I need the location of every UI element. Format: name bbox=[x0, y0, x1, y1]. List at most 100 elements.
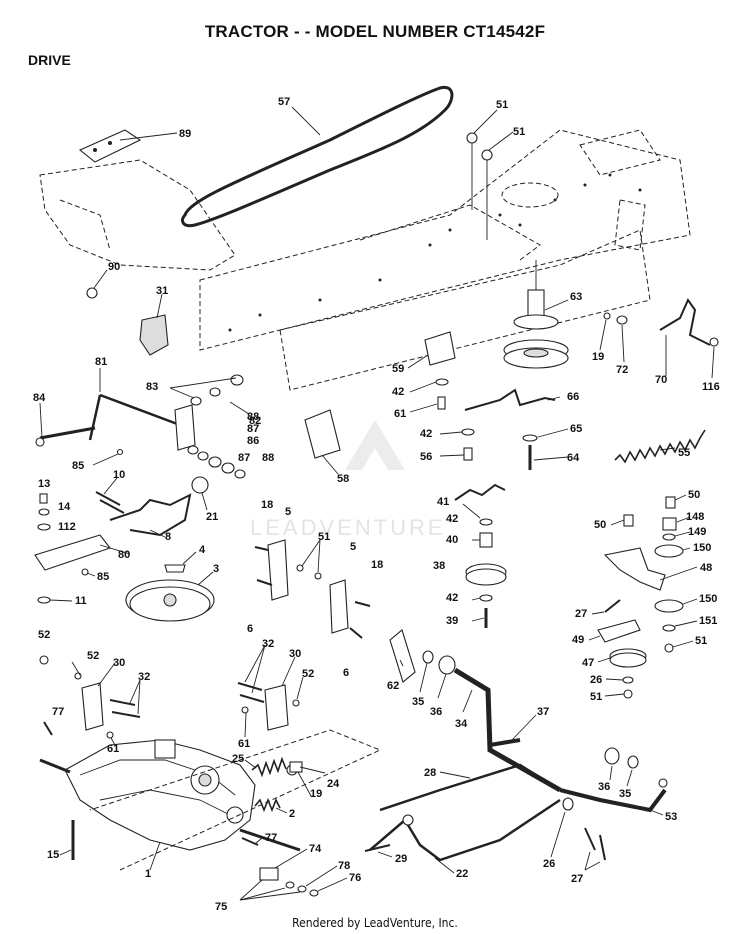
spacer-40 bbox=[479, 532, 493, 548]
washer-83 bbox=[230, 374, 244, 386]
brake-rod-28 bbox=[379, 763, 561, 812]
idler-pulley-38 bbox=[465, 563, 507, 586]
callout-label: 50 bbox=[688, 489, 700, 501]
drive-belt bbox=[181, 85, 454, 228]
callout-label: 149 bbox=[688, 526, 706, 538]
bolt-19-a bbox=[603, 312, 611, 320]
callout-labels: 89 57 51 51 90 31 63 19 72 70 116 59 42 … bbox=[33, 96, 720, 913]
ferrule-24 bbox=[289, 761, 303, 773]
lever-37 bbox=[489, 738, 521, 747]
footer-credit: Rendered by LeadVenture, Inc. bbox=[292, 916, 458, 930]
washer-stack bbox=[187, 445, 246, 479]
nut-51-c bbox=[314, 572, 322, 580]
callout-label: 10 bbox=[113, 469, 125, 481]
plate-80 bbox=[34, 534, 111, 571]
pin-27-b bbox=[584, 827, 596, 851]
nut-90 bbox=[86, 287, 98, 299]
spacer-74 bbox=[259, 867, 279, 881]
washer-42-d bbox=[479, 594, 493, 602]
page-title: TRACTOR - - MODEL NUMBER CT14542F bbox=[204, 22, 546, 41]
callout-label: 3 bbox=[213, 563, 219, 575]
callout-label: 80 bbox=[118, 549, 130, 561]
callout-label: 18 bbox=[371, 559, 383, 571]
callout-label: 87 bbox=[238, 452, 250, 464]
nut-51-a bbox=[466, 132, 478, 144]
callout-label: 81 bbox=[95, 356, 107, 368]
callout-label: 27 bbox=[575, 608, 587, 620]
bracket-59 bbox=[424, 331, 456, 366]
callout-label: 64 bbox=[567, 452, 580, 464]
callout-label: 25 bbox=[232, 753, 244, 765]
bolt-50-b bbox=[623, 514, 634, 527]
bushing-36-a bbox=[438, 655, 456, 675]
pulley-150-a bbox=[654, 544, 684, 558]
callout-label: 83 bbox=[146, 381, 158, 393]
idler-arm-66 bbox=[464, 388, 556, 411]
rod-29 bbox=[364, 844, 391, 852]
bolt-6-b bbox=[349, 627, 363, 639]
bracket-30-a bbox=[81, 682, 104, 731]
callout-label: 63 bbox=[570, 291, 582, 303]
callout-label: 24 bbox=[327, 778, 340, 790]
callout-label: 51 bbox=[513, 126, 525, 138]
idler-arm-41 bbox=[454, 483, 506, 501]
callout-label: 61 bbox=[107, 743, 119, 755]
callout-label: 13 bbox=[38, 478, 50, 490]
callout-label: 89 bbox=[179, 128, 191, 140]
callout-label: 49 bbox=[572, 634, 584, 646]
washer-112 bbox=[37, 523, 51, 531]
washer-35-b bbox=[627, 755, 639, 769]
spacer-148 bbox=[662, 517, 677, 531]
callout-label: 26 bbox=[543, 858, 555, 870]
callout-label: 87 bbox=[247, 423, 259, 435]
spring-2 bbox=[254, 797, 281, 813]
nut-56 bbox=[463, 447, 473, 461]
callout-label: 148 bbox=[686, 511, 704, 523]
nut-51-e bbox=[623, 689, 633, 699]
callout-label: 77 bbox=[52, 706, 64, 718]
shift-knob-21 bbox=[191, 476, 209, 494]
callout-label: 28 bbox=[424, 767, 436, 779]
idler-bracket-70 bbox=[659, 297, 711, 346]
callout-label: 29 bbox=[395, 853, 407, 865]
callout-label: 59 bbox=[392, 363, 404, 375]
section-label: DRIVE bbox=[28, 52, 71, 68]
bracket-49 bbox=[597, 619, 641, 643]
rod-22 bbox=[369, 798, 561, 862]
callout-label: 5 bbox=[350, 541, 356, 553]
callout-label: 42 bbox=[392, 386, 404, 398]
callout-label: 42 bbox=[446, 592, 458, 604]
callout-label: 88 bbox=[247, 411, 259, 423]
callout-label: 51 bbox=[590, 691, 602, 703]
callout-label: 50 bbox=[594, 519, 606, 531]
callout-label: 34 bbox=[455, 718, 468, 730]
callout-label: 51 bbox=[318, 531, 330, 543]
bolt-116 bbox=[709, 337, 719, 347]
bolt-27-a bbox=[604, 599, 621, 613]
shift-bracket-8 bbox=[109, 493, 192, 537]
belt-route bbox=[89, 729, 382, 871]
callout-label: 85 bbox=[72, 460, 84, 472]
pulley-150-b bbox=[654, 599, 684, 613]
callout-label: 35 bbox=[412, 696, 424, 708]
nut-52-c bbox=[292, 699, 300, 707]
callout-label: 47 bbox=[582, 657, 594, 669]
callout-label: 26 bbox=[590, 674, 602, 686]
bolt-13 bbox=[39, 493, 48, 504]
callout-label: 35 bbox=[619, 788, 631, 800]
callout-label: 51 bbox=[496, 99, 508, 111]
washer-14 bbox=[38, 508, 50, 516]
heat-shield-bracket bbox=[78, 129, 142, 163]
bracket-30-b bbox=[264, 684, 289, 731]
callout-label: 57 bbox=[278, 96, 290, 108]
callout-label: 30 bbox=[289, 648, 301, 660]
washer-26-a bbox=[622, 676, 634, 684]
nut-51-b bbox=[481, 149, 493, 161]
nut-52-b bbox=[74, 672, 82, 680]
callout-label: 32 bbox=[138, 671, 150, 683]
pin-85-a bbox=[116, 448, 124, 456]
callout-label: 39 bbox=[446, 615, 458, 627]
callout-label: 58 bbox=[337, 473, 349, 485]
callout-label: 22 bbox=[456, 868, 468, 880]
